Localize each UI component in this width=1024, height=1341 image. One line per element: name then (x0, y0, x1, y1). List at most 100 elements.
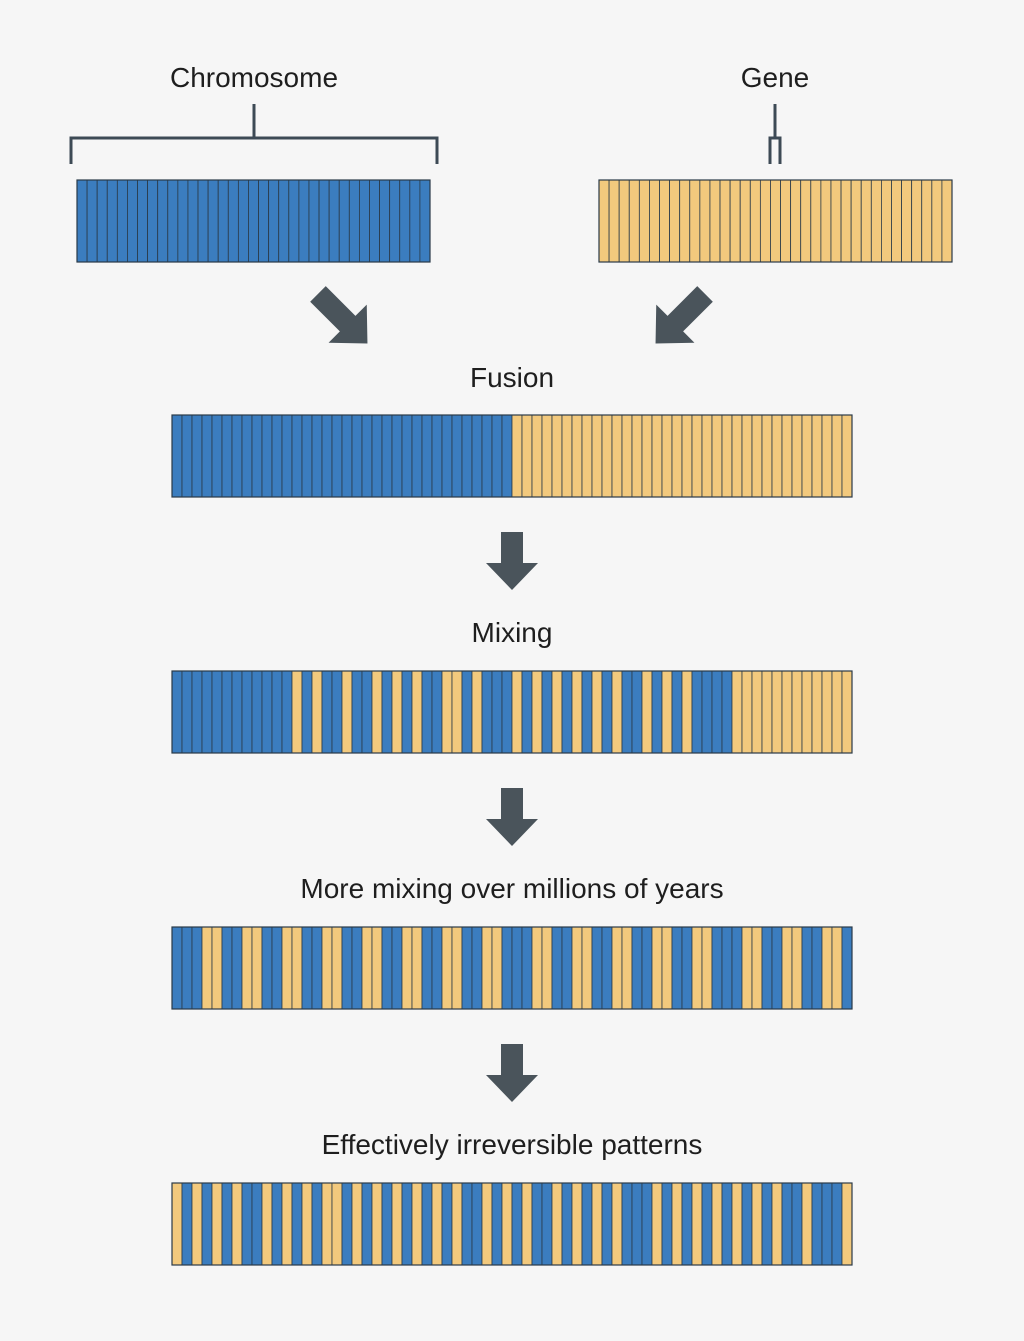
chromosome-segment (581, 1182, 593, 1266)
chromosome-segment (421, 1182, 433, 1266)
gene-segment (800, 179, 812, 263)
chromosome-segment (671, 926, 683, 1010)
chromosome-segment (181, 926, 193, 1010)
chromosome-segment (461, 414, 473, 498)
gene-segment (491, 926, 503, 1010)
gene-segment (611, 670, 623, 754)
gene-segment (701, 414, 713, 498)
fusion-label: Fusion (469, 362, 555, 393)
chromosome-segment (791, 1182, 803, 1266)
chromosome-segment (541, 670, 553, 754)
gene-segment (841, 414, 853, 498)
chromosome-segment (261, 926, 273, 1010)
gene-segment (251, 926, 263, 1010)
chromosome-segment (391, 926, 403, 1010)
chromosome-segment (381, 1182, 393, 1266)
gene-segment (371, 926, 383, 1010)
chromosome-segment (106, 179, 118, 263)
chromosome-segment (381, 670, 393, 754)
chromosome-segment (197, 179, 209, 263)
gene-segment (691, 1182, 703, 1266)
gene-segment (761, 670, 773, 754)
chromosome-segment (721, 670, 733, 754)
chromosome-segment (371, 414, 383, 498)
chromosome-segment (268, 179, 280, 263)
gene-segment (791, 414, 803, 498)
chromosome-segment (741, 1182, 753, 1266)
gene-segment (531, 670, 543, 754)
gene-segment (581, 926, 593, 1010)
gene-label: Gene (740, 62, 810, 93)
gene-segment (331, 1182, 343, 1266)
chromosome-segment (221, 926, 233, 1010)
gene-segment (591, 414, 603, 498)
chromosome-segment (361, 670, 373, 754)
gene-segment (841, 670, 853, 754)
gene-segment (791, 926, 803, 1010)
chromosome-segment (331, 670, 343, 754)
gene-segment (341, 670, 353, 754)
gene-segment (691, 926, 703, 1010)
gene-segment (749, 179, 761, 263)
chromosome-bracket (69, 104, 439, 164)
gene-segment (261, 1182, 273, 1266)
chromosome-segment (711, 926, 723, 1010)
gene-segment (830, 179, 842, 263)
chromosome-segment (409, 179, 421, 263)
gene-segment (551, 414, 563, 498)
gene-segment (571, 1182, 583, 1266)
chromosome-segment (391, 414, 403, 498)
irreversible-label: Effectively irreversible patterns (321, 1129, 703, 1160)
gene-segment (401, 926, 413, 1010)
gene-segment (521, 414, 533, 498)
chromosome-segment (481, 414, 493, 498)
gene-segment (451, 670, 463, 754)
chromosome-segment (561, 926, 573, 1010)
gene-segment (521, 1182, 533, 1266)
chromosome-segment (181, 1182, 193, 1266)
chromosome-segment (431, 670, 443, 754)
gene-segment (201, 926, 213, 1010)
arrow-more-to-irreversible-icon (486, 1044, 538, 1102)
gene-segment (231, 1182, 243, 1266)
chromosome-segment (341, 1182, 353, 1266)
gene-segment (801, 1182, 813, 1266)
chromosome-segment (301, 670, 313, 754)
gene-segment (771, 670, 783, 754)
gene-segment (811, 414, 823, 498)
gene-segment (661, 670, 673, 754)
chromosome-segment (201, 1182, 213, 1266)
chromosome-segment (281, 670, 293, 754)
gene-segment (821, 670, 833, 754)
gene-segment (860, 179, 872, 263)
gene-segment (311, 670, 323, 754)
gene-segment (641, 414, 653, 498)
chromosome-segment (561, 1182, 573, 1266)
chromosome-segment (338, 179, 350, 263)
gene-segment (741, 926, 753, 1010)
gene-segment (571, 414, 583, 498)
more-mixing-label: More mixing over millions of years (300, 873, 724, 904)
gene-segment (431, 1182, 443, 1266)
gene-segment (761, 414, 773, 498)
chromosome-segment (711, 670, 723, 754)
chromosome-segment (167, 179, 179, 263)
chromosome-segment (211, 414, 223, 498)
gene-strip (598, 179, 953, 263)
chromosome-segment (147, 179, 159, 263)
chromosome-segment (381, 414, 393, 498)
gene-segment (691, 414, 703, 498)
strip-outline (171, 1182, 853, 1266)
chromosome-segment (651, 670, 663, 754)
chromosome-segment (701, 1182, 713, 1266)
chromosome-segment (241, 414, 253, 498)
gene-segment (821, 926, 833, 1010)
gene-segment (661, 414, 673, 498)
gene-segment (531, 414, 543, 498)
chromosome-segment (261, 670, 273, 754)
gene-segment (831, 926, 843, 1010)
gene-segment (481, 1182, 493, 1266)
chromosome-segment (181, 414, 193, 498)
chromosome-segment (601, 670, 613, 754)
chromosome-segment (187, 179, 199, 263)
